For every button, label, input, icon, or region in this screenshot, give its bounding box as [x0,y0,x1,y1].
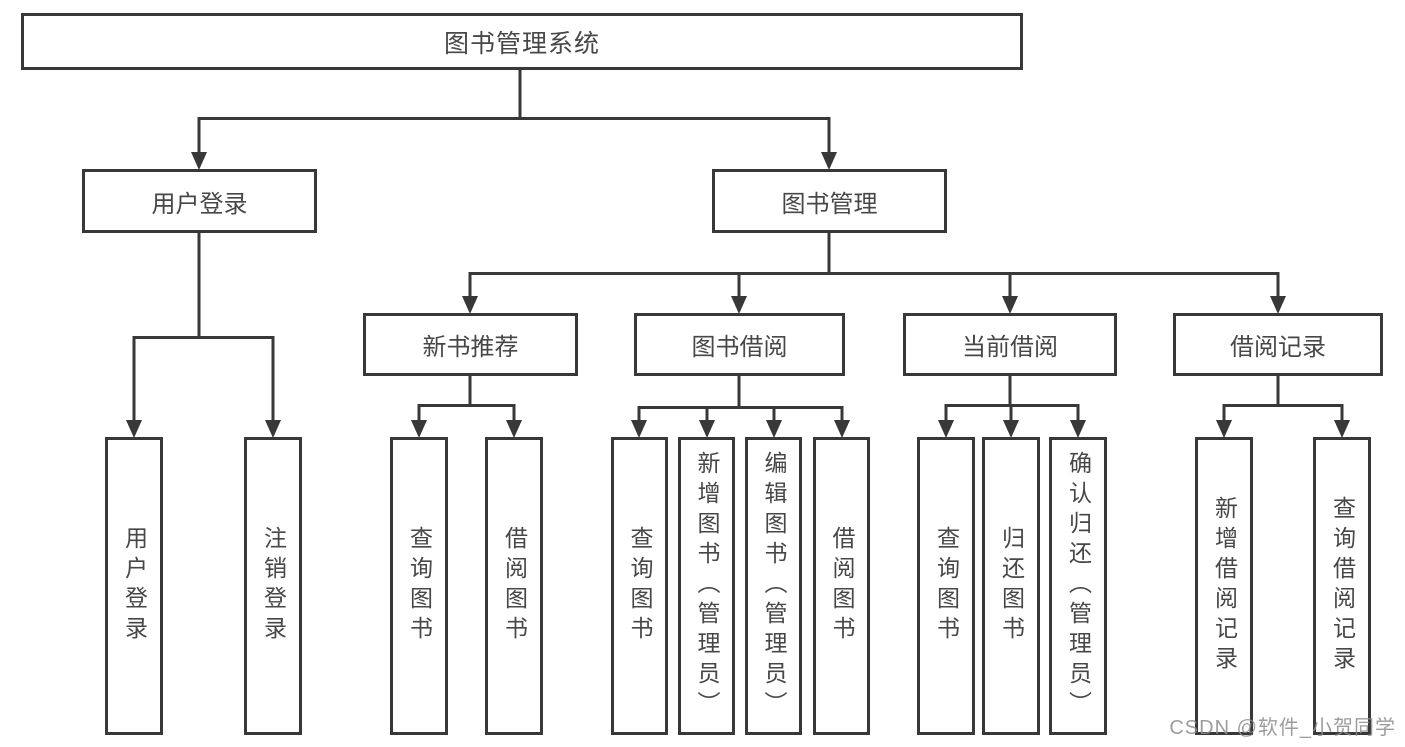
connector-line-book-borrowing [637,375,844,422]
node-user-login-label: 用户登录 [151,190,248,218]
arrowhead-icon [191,152,207,170]
node-borrowing-records: 借阅记录 [1173,313,1383,376]
arrowhead-icon [1003,420,1019,438]
leaf-query-books-current-label: 查询图书 [933,526,960,646]
node-root: 图书管理系统 [21,13,1023,70]
node-book-management-label: 图书管理 [781,190,878,218]
node-book-management: 图书管理 [712,169,947,233]
arrowhead-icon [411,420,427,438]
node-book-borrowing-label: 图书借阅 [691,334,788,361]
leaf-add-borrow-record: 新增借阅记录 [1195,437,1253,735]
leaf-borrow-books-recommend: 借阅图书 [485,437,543,735]
leaf-query-books-recommend-label: 查询图书 [406,526,433,646]
arrowhead-icon [1270,296,1286,314]
leaf-confirm-return-admin-label: 确认归还（管理员） [1065,451,1092,721]
leaf-edit-books-admin: 编辑图书（管理员） [745,437,802,735]
arrowhead-icon [938,420,954,438]
leaf-query-books-current: 查询图书 [917,437,975,735]
arrowhead-icon [1070,420,1086,438]
node-current-borrowing-label: 当前借阅 [962,334,1058,361]
node-current-borrowing: 当前借阅 [903,313,1117,376]
node-book-borrowing: 图书借阅 [634,313,845,376]
leaf-add-books-admin: 新增图书（管理员） [678,437,735,735]
arrowhead-icon [506,420,522,438]
arrowhead-icon [1002,296,1018,314]
arrowhead-icon [462,296,478,314]
csdn-watermark: CSDN @软件_小贺同学 [1169,717,1396,739]
arrowhead-icon [731,296,747,314]
arrowhead-icon [1334,420,1350,438]
arrowhead-icon [821,152,837,170]
node-user-login: 用户登录 [82,169,317,233]
leaf-user-login-label: 用户登录 [121,526,148,646]
node-new-book-recommend-label: 新书推荐 [422,334,519,361]
arrowhead-icon [631,420,647,438]
arrowhead-icon [834,420,850,438]
leaf-return-books: 归还图书 [982,437,1040,735]
leaf-edit-books-admin-label: 编辑图书（管理员） [761,451,787,721]
leaf-query-books-borrow-label: 查询图书 [627,526,653,646]
leaf-borrow-books: 借阅图书 [813,437,870,735]
leaf-borrow-books-label: 借阅图书 [829,526,855,646]
leaf-add-books-admin-label: 新增图书（管理员） [694,451,720,721]
connector-line-book-management [468,232,1280,298]
connector-line-root [197,69,831,154]
arrowhead-icon [1216,420,1232,438]
arrowhead-icon [126,420,142,438]
node-borrowing-records-label: 借阅记录 [1230,334,1326,361]
leaf-confirm-return-admin: 确认归还（管理员） [1049,437,1107,735]
leaf-borrow-books-recommend-label: 借阅图书 [501,526,528,646]
leaf-query-books-borrow: 查询图书 [611,437,668,735]
node-root-label: 图书管理系统 [443,29,600,58]
arrowhead-icon [699,420,715,438]
leaf-query-books-recommend: 查询图书 [390,437,448,735]
connector-line-user-login [132,233,275,422]
node-new-book-recommend: 新书推荐 [363,313,578,376]
connector-line-current-borrowing [944,375,1080,422]
leaf-return-books-label: 归还图书 [998,526,1025,646]
arrowhead-icon [265,420,281,438]
leaf-query-borrow-record: 查询借阅记录 [1313,437,1371,735]
leaf-logout-login: 注销登录 [244,437,302,735]
leaf-user-login: 用户登录 [105,437,163,735]
leaf-logout-login-label: 注销登录 [260,526,287,646]
connector-line-borrowing-records [1222,375,1344,422]
arrowhead-icon [766,420,782,438]
leaf-add-borrow-record-label: 新增借阅记录 [1211,496,1238,676]
connector-line-new-book [417,375,516,422]
leaf-query-borrow-record-label: 查询借阅记录 [1329,496,1356,676]
